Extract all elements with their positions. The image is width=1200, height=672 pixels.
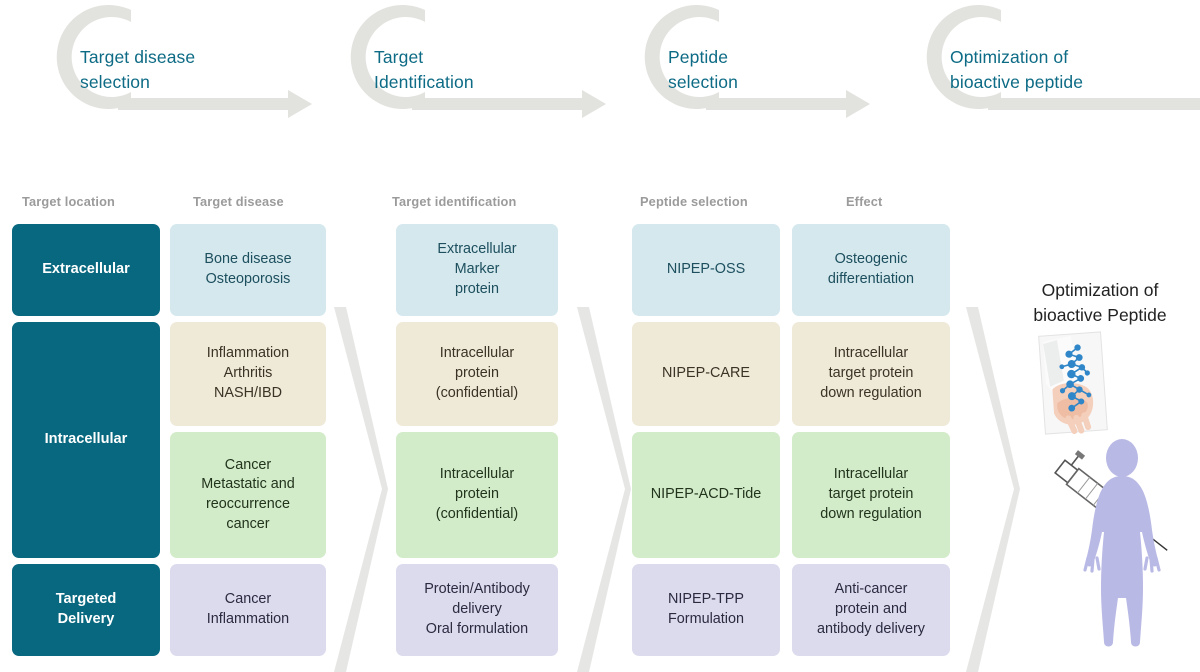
table-cell-peptide-selection-row2[interactable]: NIPEP-CARE xyxy=(632,322,780,426)
table-cell-target-disease-row4[interactable]: Cancer Inflammation xyxy=(170,564,326,656)
table-cell-peptide-selection-row4[interactable]: NIPEP-TPP Formulation xyxy=(632,564,780,656)
location-cell-intracellular[interactable]: Intracellular xyxy=(12,322,160,558)
outcome-panel: Optimization of bioactive Peptide xyxy=(1000,270,1200,665)
process-step-label-1: Target disease selection xyxy=(80,47,196,93)
column-header-target-disease: Target disease xyxy=(193,194,284,209)
table-cell-target-disease-row1[interactable]: Bone disease Osteoporosis xyxy=(170,224,326,316)
pipeline-matrix: Target location Target disease Target id… xyxy=(0,150,1200,672)
process-ring-2 xyxy=(350,5,425,109)
table-cell-target-identification-row1[interactable]: Extracellular Marker protein xyxy=(396,224,558,316)
column-header-target-identification: Target identification xyxy=(392,194,517,209)
table-cell-peptide-selection-row3[interactable]: NIPEP-ACD-Tide xyxy=(632,432,780,558)
outcome-title: Optimization of bioactive Peptide xyxy=(1033,280,1167,325)
process-ring-1 xyxy=(56,5,132,109)
process-flow-graphics xyxy=(56,4,1200,118)
human-body-silhouette-icon xyxy=(1083,439,1161,647)
table-cell-effect-row4[interactable]: Anti-cancer protein and antibody deliver… xyxy=(792,564,950,656)
table-cell-target-identification-row4[interactable]: Protein/Antibody delivery Oral formulati… xyxy=(396,564,558,656)
table-cell-target-identification-row3[interactable]: Intracellular protein (confidential) xyxy=(396,432,558,558)
table-cell-effect-row3[interactable]: Intracellular target protein down regula… xyxy=(792,432,950,558)
table-cell-effect-row2[interactable]: Intracellular target protein down regula… xyxy=(792,322,950,426)
table-cell-target-identification-row2[interactable]: Intracellular protein (confidential) xyxy=(396,322,558,426)
table-cell-effect-row1[interactable]: Osteogenic differentiation xyxy=(792,224,950,316)
table-cell-target-disease-row2[interactable]: Inflammation Arthritis NASH/IBD xyxy=(170,322,326,426)
location-cell-extracellular[interactable]: Extracellular xyxy=(12,224,160,316)
process-flow: Target disease selection Target Identifi… xyxy=(0,0,1200,150)
column-header-peptide-selection: Peptide selection xyxy=(640,194,748,209)
stage-chevron-1 xyxy=(334,307,388,672)
stage-chevron-3 xyxy=(966,307,1020,672)
process-tail-line xyxy=(988,98,1200,110)
process-arrow-1 xyxy=(118,90,312,118)
outcome-illustration xyxy=(1038,331,1168,647)
column-header-effect: Effect xyxy=(846,194,883,209)
stage-chevron-2 xyxy=(577,307,631,672)
process-arrow-2 xyxy=(412,90,606,118)
process-step-label-3: Peptide selection xyxy=(668,47,738,93)
location-cell-targeted-delivery[interactable]: Targeted Delivery xyxy=(12,564,160,656)
table-cell-peptide-selection-row1[interactable]: NIPEP-OSS xyxy=(632,224,780,316)
process-step-label-2: Target Identification xyxy=(374,47,474,93)
process-ring-3 xyxy=(644,5,719,109)
process-ring-4 xyxy=(926,4,1001,110)
process-arrow-3 xyxy=(706,90,870,118)
hand-molecule-photo-icon xyxy=(1038,331,1108,435)
table-cell-target-disease-row3[interactable]: Cancer Metastatic and reoccurrence cance… xyxy=(170,432,326,558)
column-header-target-location: Target location xyxy=(22,194,116,209)
process-step-label-4: Optimization of bioactive peptide xyxy=(950,47,1084,93)
